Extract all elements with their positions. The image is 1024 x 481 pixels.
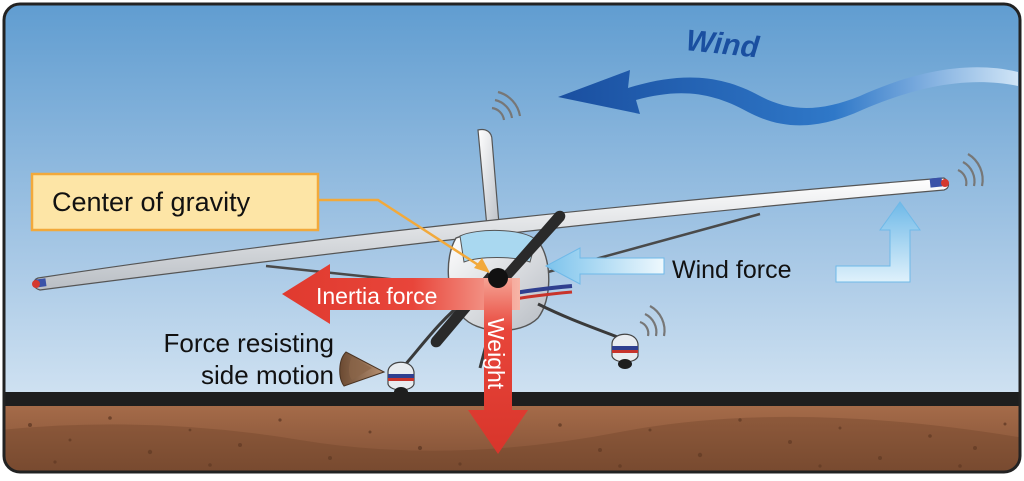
wind-arrow-icon <box>558 67 1018 126</box>
right-main-gear-leg <box>537 302 621 340</box>
center-of-gravity-box <box>30 172 320 232</box>
propeller-blade-up <box>500 210 566 284</box>
right-wheel-rotation-marks <box>639 305 666 337</box>
inertia-arrow-icon <box>282 264 520 324</box>
resisting-force-label-line2: side motion <box>201 360 334 390</box>
right-wingtip-red <box>941 179 949 187</box>
tail-rotation-marks <box>491 90 522 121</box>
wind-force-upward-arrow-icon <box>835 201 921 283</box>
weight-arrow-icon <box>468 278 528 454</box>
resisting-force-cone-inner <box>349 357 372 380</box>
diagram-frame <box>2 2 1022 474</box>
resisting-force-label-line1: Force resisting <box>164 328 335 358</box>
wingtip-rotation-marks <box>957 153 984 187</box>
left-main-wheel <box>387 361 415 397</box>
cg-leader-arrowhead <box>474 258 490 273</box>
wind-force-label: Wind force <box>672 256 791 284</box>
left-wingtip-red <box>32 280 40 288</box>
center-of-gravity-dot-icon <box>488 268 508 288</box>
weight-label: Weight <box>483 318 509 390</box>
inertia-force-label: Inertia force <box>316 283 437 309</box>
center-of-gravity-label: Center of gravity <box>52 187 251 217</box>
right-main-wheel <box>611 333 639 369</box>
ground-shading <box>4 416 1020 472</box>
cg-leader-line <box>318 198 487 272</box>
ground-speckles <box>28 416 1007 468</box>
right-wingtip-light <box>929 177 943 188</box>
wind-label: Wind <box>684 24 761 65</box>
wind-force-arrow-icon <box>544 247 665 285</box>
